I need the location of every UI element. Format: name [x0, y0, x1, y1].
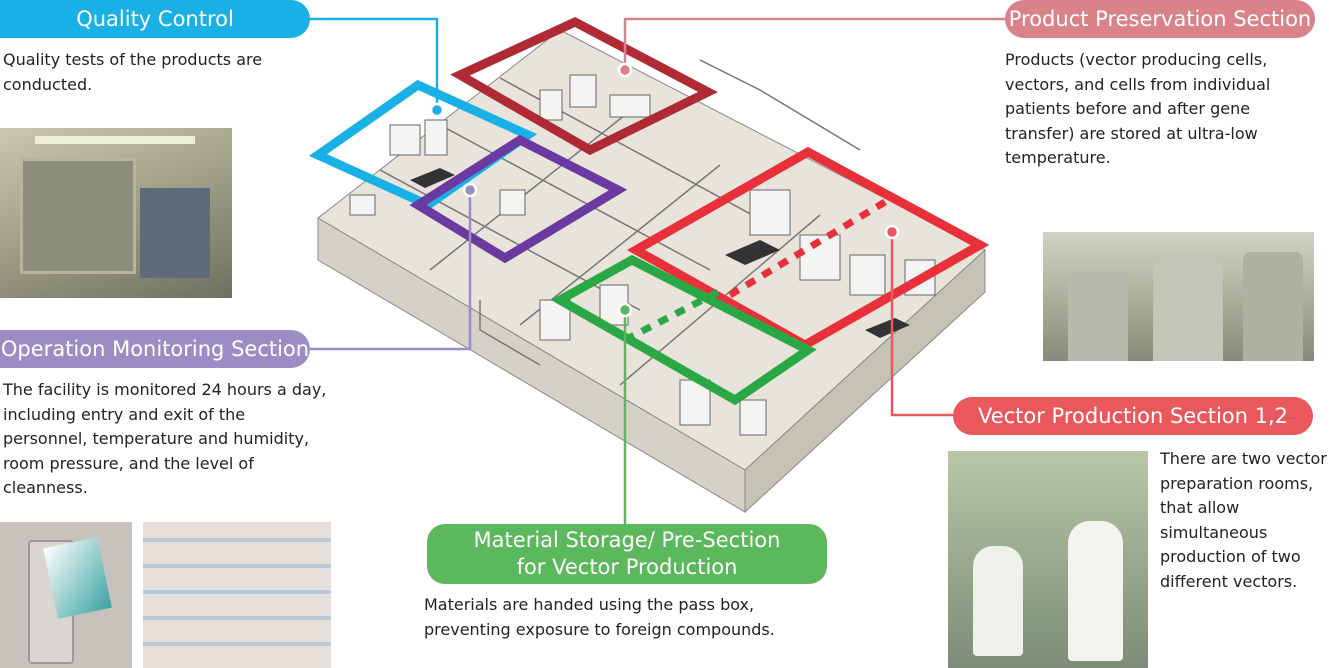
vector-production-description: There are two vector preparation rooms, … — [1160, 449, 1327, 591]
monitoring-display-photo — [143, 522, 331, 668]
workbenches — [410, 168, 910, 338]
operation-monitoring-description: The facility is monitored 24 hours a day… — [3, 380, 327, 497]
quality-control-lab-photo — [0, 128, 232, 298]
product-preservation-connector — [623, 17, 1005, 70]
operation-monitoring-title: Operation Monitoring Section — [0, 330, 310, 368]
material-storage-title-line1: Material Storage/ Pre-Section — [473, 528, 781, 552]
material-storage-outline — [550, 254, 817, 406]
material-storage-description-line1: Materials are handed using the pass box, — [424, 595, 755, 614]
quality-control-outline — [308, 79, 538, 211]
operation-monitoring-outline — [409, 134, 628, 264]
vector-production-title: Vector Production Section 1,2 — [953, 397, 1313, 435]
material-storage-description-line2: preventing exposure to foreign compounds… — [424, 619, 775, 639]
quality-control-connector — [305, 17, 439, 108]
quality-control-description: Quality tests of the products are conduc… — [3, 50, 263, 94]
material-storage-title: Material Storage/ Pre-Section for Vector… — [427, 524, 827, 584]
material-storage-description: Materials are handed using the pass box,… — [424, 593, 844, 642]
product-preservation-description: Products (vector producing cells, vector… — [1005, 50, 1271, 167]
vector-production-outline — [626, 146, 990, 351]
equipment — [349, 74, 936, 436]
operation-monitoring-connector — [308, 190, 472, 351]
interior-walls — [379, 59, 861, 386]
product-preservation-outline — [450, 16, 718, 156]
connector-lines — [305, 17, 1005, 525]
product-preservation-title: Product Preservation Section — [1005, 0, 1315, 38]
vector-production-connector — [890, 232, 953, 417]
access-card-reader-photo — [0, 522, 132, 668]
freezer-tanks-photo — [1043, 232, 1314, 361]
quality-control-title: Quality Control — [0, 0, 310, 38]
material-storage-title-line2: for Vector Production — [516, 555, 738, 579]
connector-dots — [429, 62, 900, 318]
vector-production-lab-photo — [948, 451, 1148, 668]
building-floor — [317, 29, 986, 471]
